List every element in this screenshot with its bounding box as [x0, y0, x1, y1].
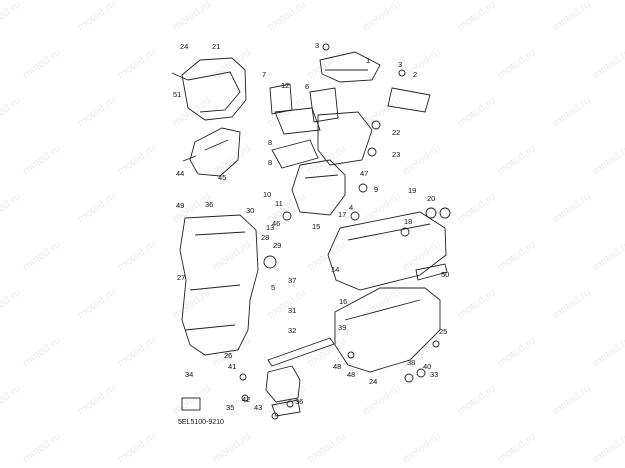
part-label: 51 [173, 90, 181, 99]
part-label: 36 [295, 397, 303, 406]
part-number-labels: 1233456788910111213141516171819202122232… [173, 41, 449, 412]
part-label: 42 [242, 395, 250, 404]
part-label: 30 [246, 206, 254, 215]
part-label: 9 [374, 185, 378, 194]
part-label: 50 [441, 270, 449, 279]
part-label: 47 [360, 169, 368, 178]
part-label: 46 [272, 219, 280, 228]
part-label: 19 [408, 186, 416, 195]
part-label: 15 [312, 222, 320, 231]
part-label: 41 [228, 362, 236, 371]
part-label: 4 [349, 203, 353, 212]
part-label: 10 [263, 190, 271, 199]
part-label: 48 [333, 362, 341, 371]
part-label: 31 [288, 306, 296, 315]
part-label: 3 [315, 41, 319, 50]
part-label: 32 [288, 326, 296, 335]
part-label: 35 [226, 403, 234, 412]
part-label: 24 [180, 42, 188, 51]
part-label: 16 [339, 297, 347, 306]
part-label: 7 [262, 70, 266, 79]
part-label: 37 [288, 276, 296, 285]
part-label: 21 [212, 42, 220, 51]
part-label: 22 [392, 128, 400, 137]
part-label: 48 [347, 370, 355, 379]
part-label: 12 [281, 81, 289, 90]
part-label: 26 [224, 351, 232, 360]
part-label: 33 [430, 370, 438, 379]
part-label: 29 [273, 241, 281, 250]
part-label: 40 [423, 362, 431, 371]
part-label: 20 [427, 194, 435, 203]
parts-drawing [171, 43, 451, 420]
part-label: 8 [268, 138, 272, 147]
part-label: 38 [407, 358, 415, 367]
part-label: 14 [331, 265, 339, 274]
part-label: 18 [404, 217, 412, 226]
part-label: 2 [413, 70, 417, 79]
part-label: 34 [185, 370, 193, 379]
part-label: 49 [176, 201, 184, 210]
part-label: 6 [305, 82, 309, 91]
part-label: 1 [366, 56, 370, 65]
part-label: 44 [176, 169, 184, 178]
part-label: 28 [261, 233, 269, 242]
part-label: 27 [177, 273, 185, 282]
part-label: 25 [439, 327, 447, 336]
part-label: 3 [398, 60, 402, 69]
part-label: 8 [268, 158, 272, 167]
part-label: 45 [218, 173, 226, 182]
part-label: 39 [338, 323, 346, 332]
part-label: 5 [271, 283, 275, 292]
part-label: 36 [205, 200, 213, 209]
part-label: 43 [254, 403, 262, 412]
part-label: 17 [338, 210, 346, 219]
part-label: 23 [392, 150, 400, 159]
part-label: 11 [275, 199, 283, 208]
diagram-code: 5EL5100-9210 [178, 419, 224, 426]
part-label: 24 [369, 377, 377, 386]
part-label: 13 [266, 223, 274, 232]
